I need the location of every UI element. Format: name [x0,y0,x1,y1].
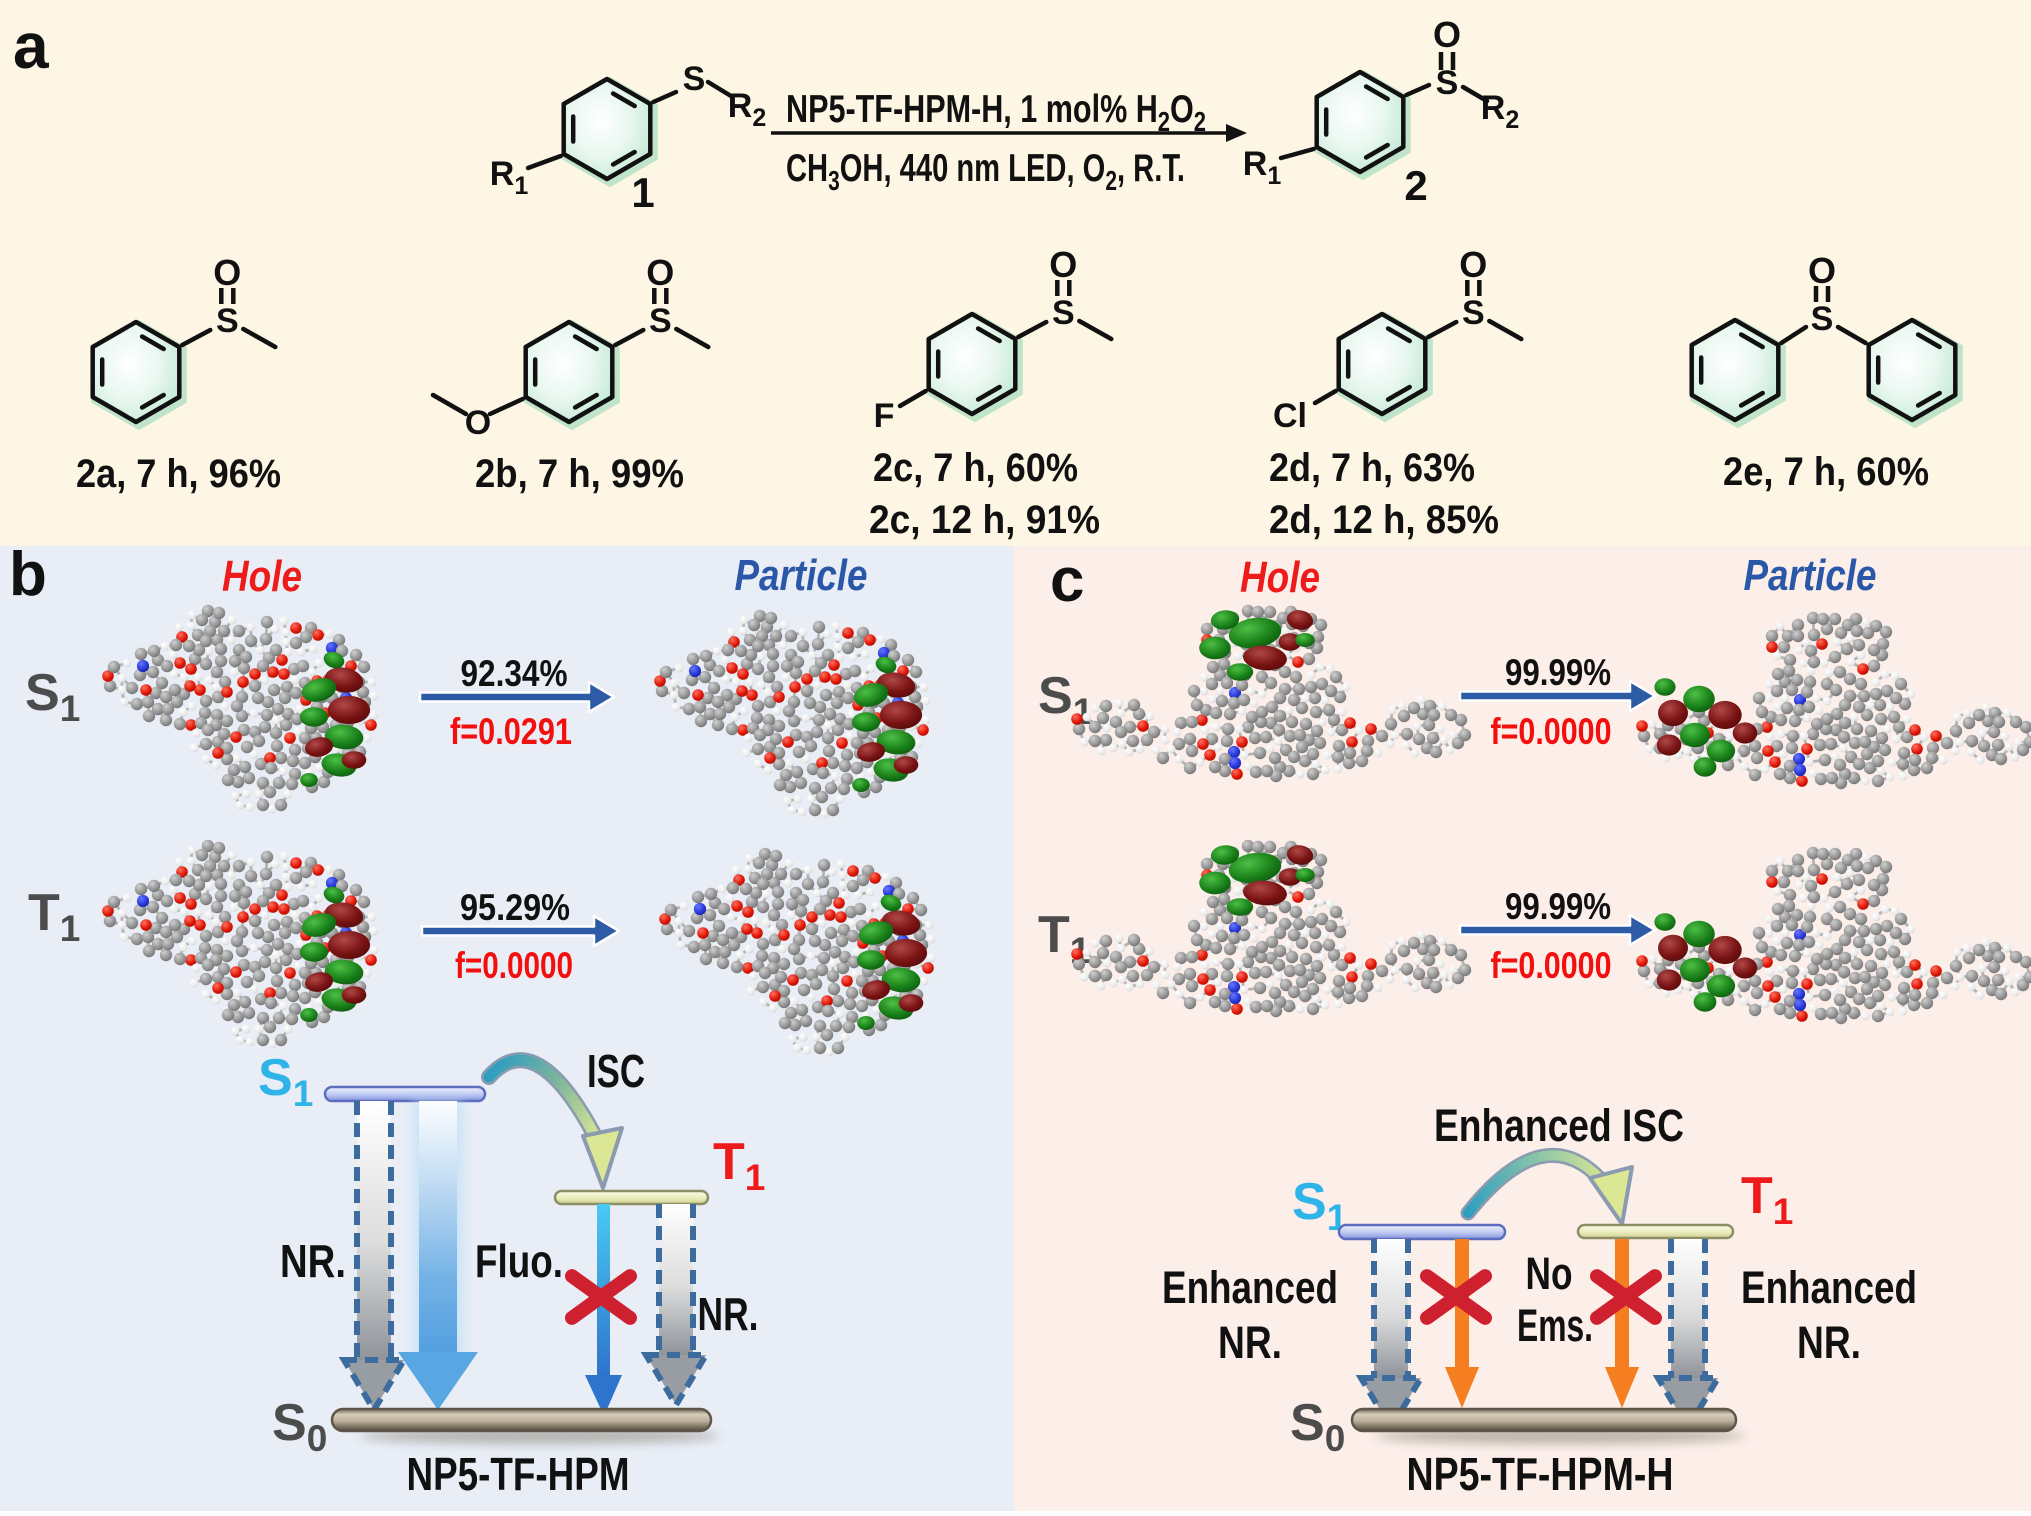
svg-text:f=0.0000: f=0.0000 [1491,945,1612,986]
svg-text:R2: R2 [1481,89,1519,134]
svg-text:2c, 7 h, 60%: 2c, 7 h, 60% [873,446,1078,490]
svg-text:f=0.0000: f=0.0000 [1491,711,1612,752]
svg-text:99.99%: 99.99% [1505,886,1611,927]
svg-text:92.34%: 92.34% [461,653,568,694]
svg-text:f=0.0291: f=0.0291 [450,711,572,752]
svg-text:2d, 7 h, 63%: 2d, 7 h, 63% [1269,446,1475,490]
svg-text:Enhanced: Enhanced [1741,1262,1917,1313]
svg-text:2d, 12 h, 85%: 2d, 12 h, 85% [1269,498,1499,542]
svg-text:No: No [1526,1248,1573,1299]
svg-text:S: S [683,60,706,98]
svg-text:NR.: NR. [1797,1317,1861,1368]
svg-text:S: S [1436,64,1459,102]
svg-text:NP5-TF-HPM-H, 1 mol% H2O2: NP5-TF-HPM-H, 1 mol% H2O2 [786,88,1206,137]
svg-text:NR.: NR. [1218,1317,1282,1368]
svg-text:Particle: Particle [735,551,868,600]
svg-text:Cl: Cl [1273,397,1307,435]
svg-text:O: O [213,252,241,293]
svg-text:Particle: Particle [1744,551,1877,600]
svg-text:O: O [1049,244,1077,285]
svg-text:Ems.: Ems. [1517,1300,1593,1351]
svg-text:b: b [9,540,47,609]
svg-text:2b, 7 h, 99%: 2b, 7 h, 99% [475,452,684,496]
svg-text:NP5-TF-HPM: NP5-TF-HPM [407,1448,630,1500]
svg-text:f=0.0000: f=0.0000 [455,945,573,986]
svg-text:2c, 12 h, 91%: 2c, 12 h, 91% [869,498,1100,542]
svg-text:S: S [216,302,239,340]
svg-text:Enhanced ISC: Enhanced ISC [1434,1100,1684,1151]
svg-text:c: c [1050,546,1084,615]
svg-text:O: O [1459,244,1487,285]
svg-text:O: O [1433,14,1461,55]
svg-text:a: a [13,10,49,82]
svg-text:Enhanced: Enhanced [1162,1262,1338,1313]
svg-text:2: 2 [1404,162,1427,209]
svg-text:Fluo.: Fluo. [475,1235,563,1287]
svg-text:95.29%: 95.29% [460,887,570,928]
svg-text:NP5-TF-HPM-H: NP5-TF-HPM-H [1407,1448,1674,1500]
svg-text:ISC: ISC [587,1045,645,1097]
svg-text:2e, 7 h, 60%: 2e, 7 h, 60% [1723,450,1929,494]
svg-text:T1: T1 [28,884,80,949]
svg-text:S1: S1 [1292,1173,1347,1238]
svg-text:Hole: Hole [222,552,302,601]
svg-text:S: S [1052,294,1075,332]
svg-text:1: 1 [631,169,654,216]
svg-text:NR.: NR. [698,1288,759,1340]
svg-text:NR.: NR. [280,1235,346,1287]
svg-text:O: O [646,252,674,293]
svg-text:99.99%: 99.99% [1505,652,1611,693]
svg-text:O: O [1808,250,1836,291]
svg-text:O: O [465,404,491,442]
svg-text:S: S [649,302,672,340]
svg-text:CH3OH, 440 nm LED, O2, R.T.: CH3OH, 440 nm LED, O2, R.T. [786,147,1185,196]
svg-text:S: S [1462,294,1485,332]
svg-text:Hole: Hole [1240,553,1320,602]
svg-text:2a, 7 h, 96%: 2a, 7 h, 96% [76,452,281,496]
svg-text:F: F [874,397,895,435]
svg-text:S: S [1811,300,1834,338]
